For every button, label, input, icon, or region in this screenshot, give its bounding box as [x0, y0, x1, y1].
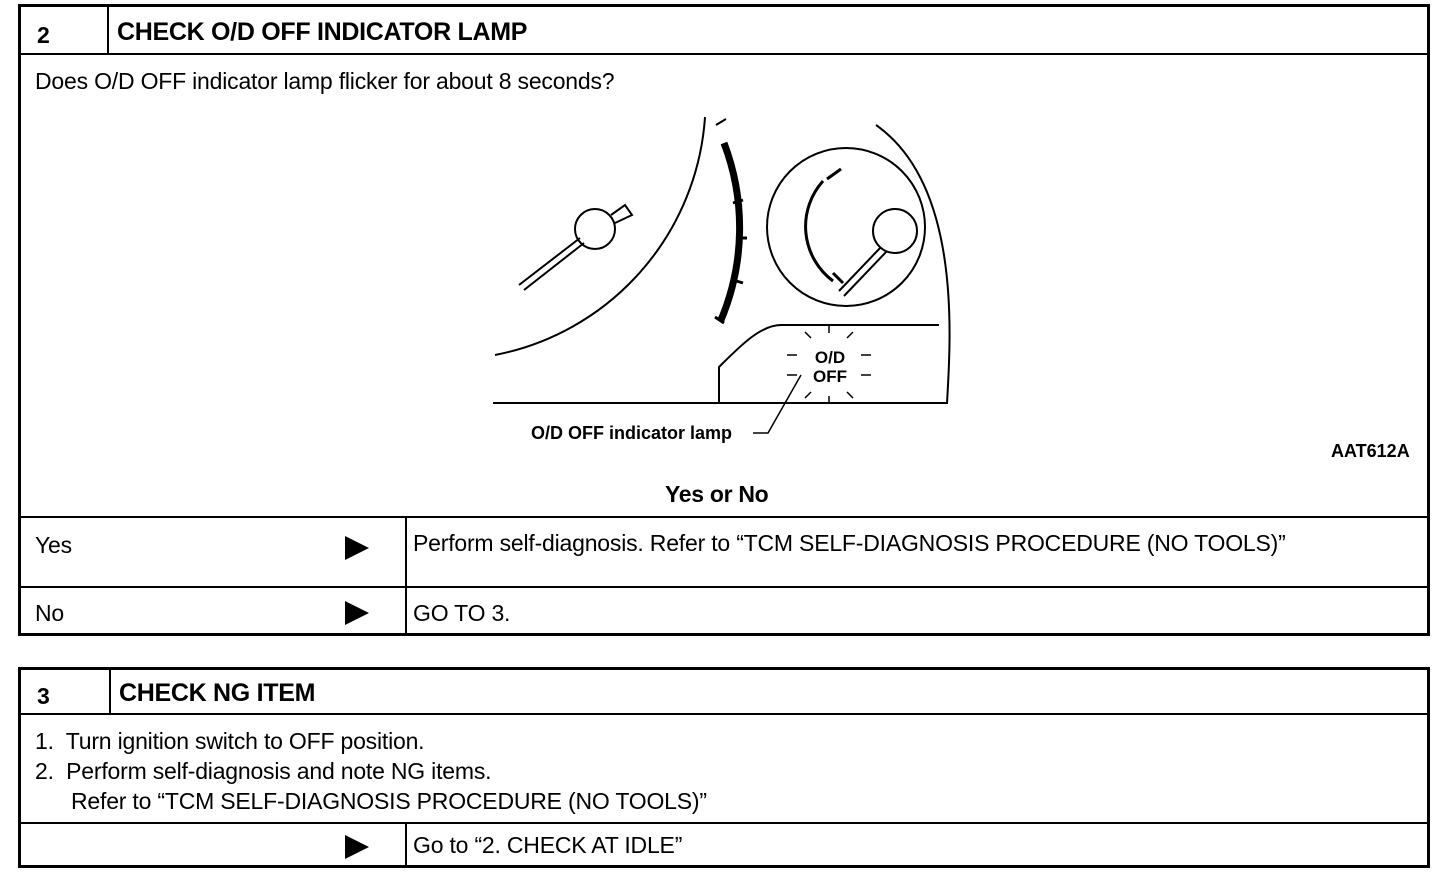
cluster-housing: [493, 124, 951, 404]
arrow-icon: [345, 835, 369, 859]
speedometer-arc: [494, 116, 706, 356]
header-divider: [109, 670, 111, 713]
answer-no-row: No GO TO 3.: [21, 588, 1427, 633]
tachometer-scale: [804, 179, 834, 283]
arrow-icon: [345, 536, 369, 560]
yes-or-no-prompt: Yes or No: [665, 481, 769, 507]
step-2-title: CHECK O/D OFF INDICATOR LAMP: [117, 18, 528, 46]
step-3-number: 3: [37, 683, 50, 709]
step-3-item-2: 2. Perform self-diagnosis and note NG it…: [35, 758, 492, 784]
speedometer-needle: [518, 203, 634, 291]
arrow-icon: [345, 601, 369, 625]
row-divider: [405, 518, 407, 586]
step-2-number: 2: [37, 22, 50, 48]
step-3-action: Go to “2. CHECK AT IDLE”: [413, 832, 683, 858]
step-2-question: Does O/D OFF indicator lamp flicker for …: [35, 68, 615, 94]
flicker-rays: [787, 325, 871, 404]
tachometer-ring: [766, 147, 926, 307]
step-3-header: 3 CHECK NG ITEM: [21, 670, 1427, 715]
answer-yes-row: Yes Perform self-diagnosis. Refer to “TC…: [21, 516, 1427, 588]
lamp-panel: [718, 324, 939, 403]
speedometer-hub: [574, 208, 616, 250]
answer-no-action: GO TO 3.: [413, 600, 511, 626]
step-3-title: CHECK NG ITEM: [119, 679, 316, 707]
row-divider: [405, 824, 407, 868]
callout-line: [753, 374, 802, 434]
tachometer-hub: [872, 208, 918, 254]
step-2-box: 2 CHECK O/D OFF INDICATOR LAMP Does O/D …: [18, 4, 1430, 636]
lamp-text-off: OFF: [813, 367, 847, 386]
step-3-box: 3 CHECK NG ITEM 1. Turn ignition switch …: [18, 667, 1430, 868]
tachometer-needle: [838, 246, 888, 297]
instrument-cluster-figure: O/D OFF O/D OFF indicator lamp AAT612A: [493, 116, 1410, 461]
step-3-action-row: Go to “2. CHECK AT IDLE”: [21, 822, 1427, 868]
speedometer-scale-band: [717, 141, 744, 322]
callout-label: O/D OFF indicator lamp: [531, 423, 732, 443]
step-3-item-1: 1. Turn ignition switch to OFF position.: [35, 728, 425, 754]
lamp-text-od: O/D: [815, 348, 845, 367]
step-3-item-2-ref: Refer to “TCM SELF-DIAGNOSIS PROCEDURE (…: [71, 788, 707, 814]
answer-yes-action: Perform self-diagnosis. Refer to “TCM SE…: [413, 530, 1286, 556]
step-2-header: 2 CHECK O/D OFF INDICATOR LAMP: [21, 7, 1427, 55]
header-divider: [107, 7, 109, 53]
answer-no-label: No: [35, 600, 65, 626]
row-divider: [405, 588, 407, 633]
answer-yes-label: Yes: [35, 532, 72, 558]
figure-code: AAT612A: [1331, 441, 1410, 461]
